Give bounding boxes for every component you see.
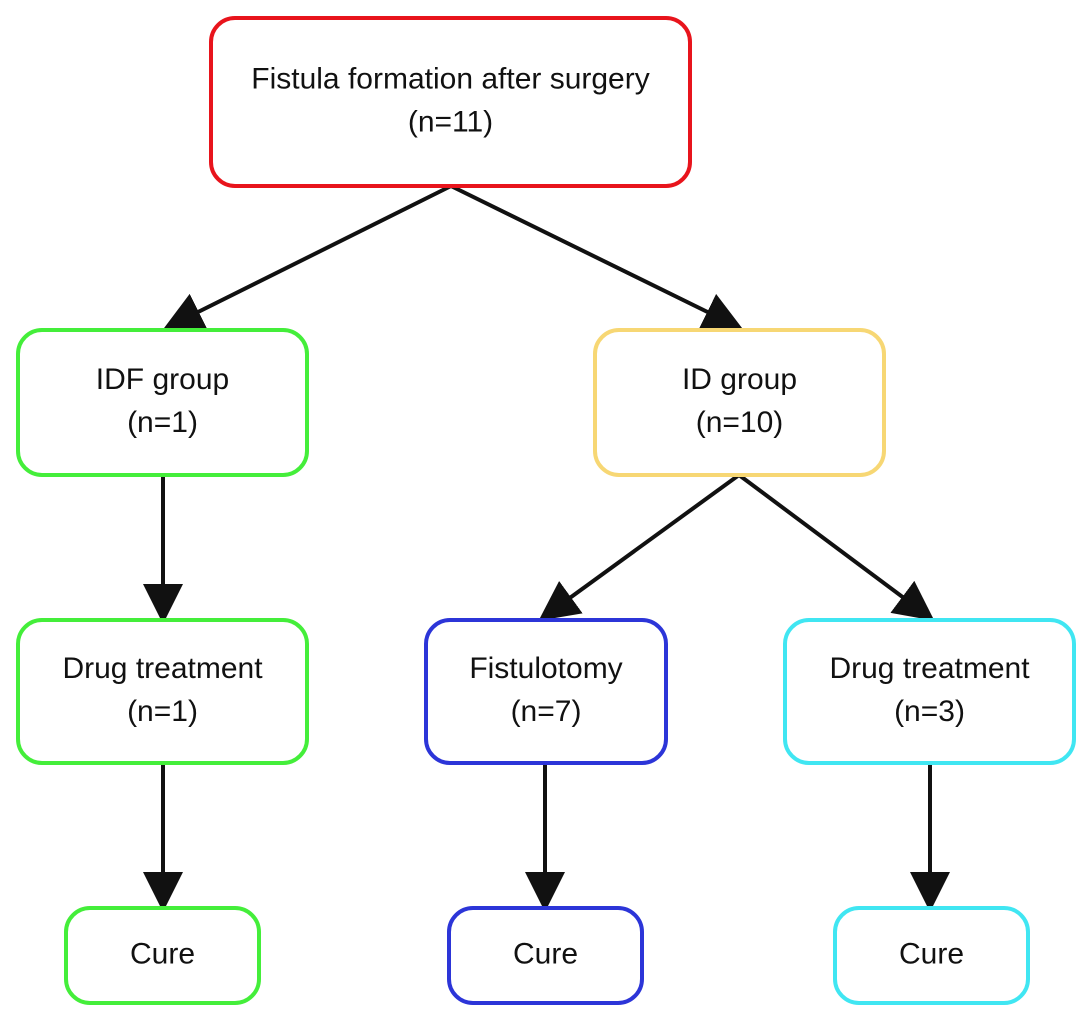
node-count-id-drug: (n=3) bbox=[894, 695, 965, 728]
node-id: ID group (n=10) bbox=[593, 328, 886, 477]
node-box-id bbox=[593, 328, 886, 477]
node-label-id: ID group bbox=[682, 363, 797, 396]
edges bbox=[143, 184, 950, 912]
node-id-drug-cure: Cure bbox=[833, 906, 1030, 1005]
node-count-idf-drug: (n=1) bbox=[127, 695, 198, 728]
nodes: Fistula formation after surgery (n=11) IDF… bbox=[16, 16, 1076, 1005]
arrow-id-to-id-drug bbox=[737, 473, 935, 621]
node-label-idf-drug: Drug treatment bbox=[62, 652, 263, 685]
node-count-idf: (n=1) bbox=[127, 406, 198, 439]
node-fistulotomy-cure: Cure bbox=[447, 906, 644, 1005]
node-count-id: (n=10) bbox=[696, 406, 784, 439]
node-box-root bbox=[209, 16, 692, 188]
node-label-idf-cure: Cure bbox=[130, 937, 195, 970]
arrow-root-to-idf bbox=[162, 184, 452, 330]
node-fistulotomy: Fistulotomy (n=7) bbox=[424, 618, 668, 765]
node-count-root: (n=11) bbox=[408, 105, 493, 138]
node-label-fistulotomy-cure: Cure bbox=[513, 937, 578, 970]
node-idf-cure: Cure bbox=[64, 906, 261, 1005]
node-box-id-drug-cure bbox=[833, 906, 1030, 1005]
arrow-root-to-id bbox=[450, 184, 744, 330]
node-label-fistulotomy: Fistulotomy bbox=[469, 652, 622, 685]
node-box-fistulotomy-cure bbox=[447, 906, 644, 1005]
node-root: Fistula formation after surgery (n=11) bbox=[209, 16, 692, 188]
node-label-id-drug: Drug treatment bbox=[829, 652, 1030, 685]
node-box-id-drug bbox=[783, 618, 1076, 765]
node-label-root: Fistula formation after surgery bbox=[251, 62, 649, 95]
node-box-fistulotomy bbox=[424, 618, 668, 765]
node-count-fistulotomy: (n=7) bbox=[511, 695, 582, 728]
node-idf-drug: Drug treatment (n=1) bbox=[16, 618, 309, 765]
node-label-id-drug-cure: Cure bbox=[899, 937, 964, 970]
node-idf: IDF group (n=1) bbox=[16, 328, 309, 477]
node-label-idf: IDF group bbox=[96, 363, 229, 396]
node-box-idf-cure bbox=[64, 906, 261, 1005]
node-box-idf bbox=[16, 328, 309, 477]
node-box-idf-drug bbox=[16, 618, 309, 765]
arrow-id-to-fistulotomy bbox=[538, 473, 741, 621]
node-id-drug: Drug treatment (n=3) bbox=[783, 618, 1076, 765]
